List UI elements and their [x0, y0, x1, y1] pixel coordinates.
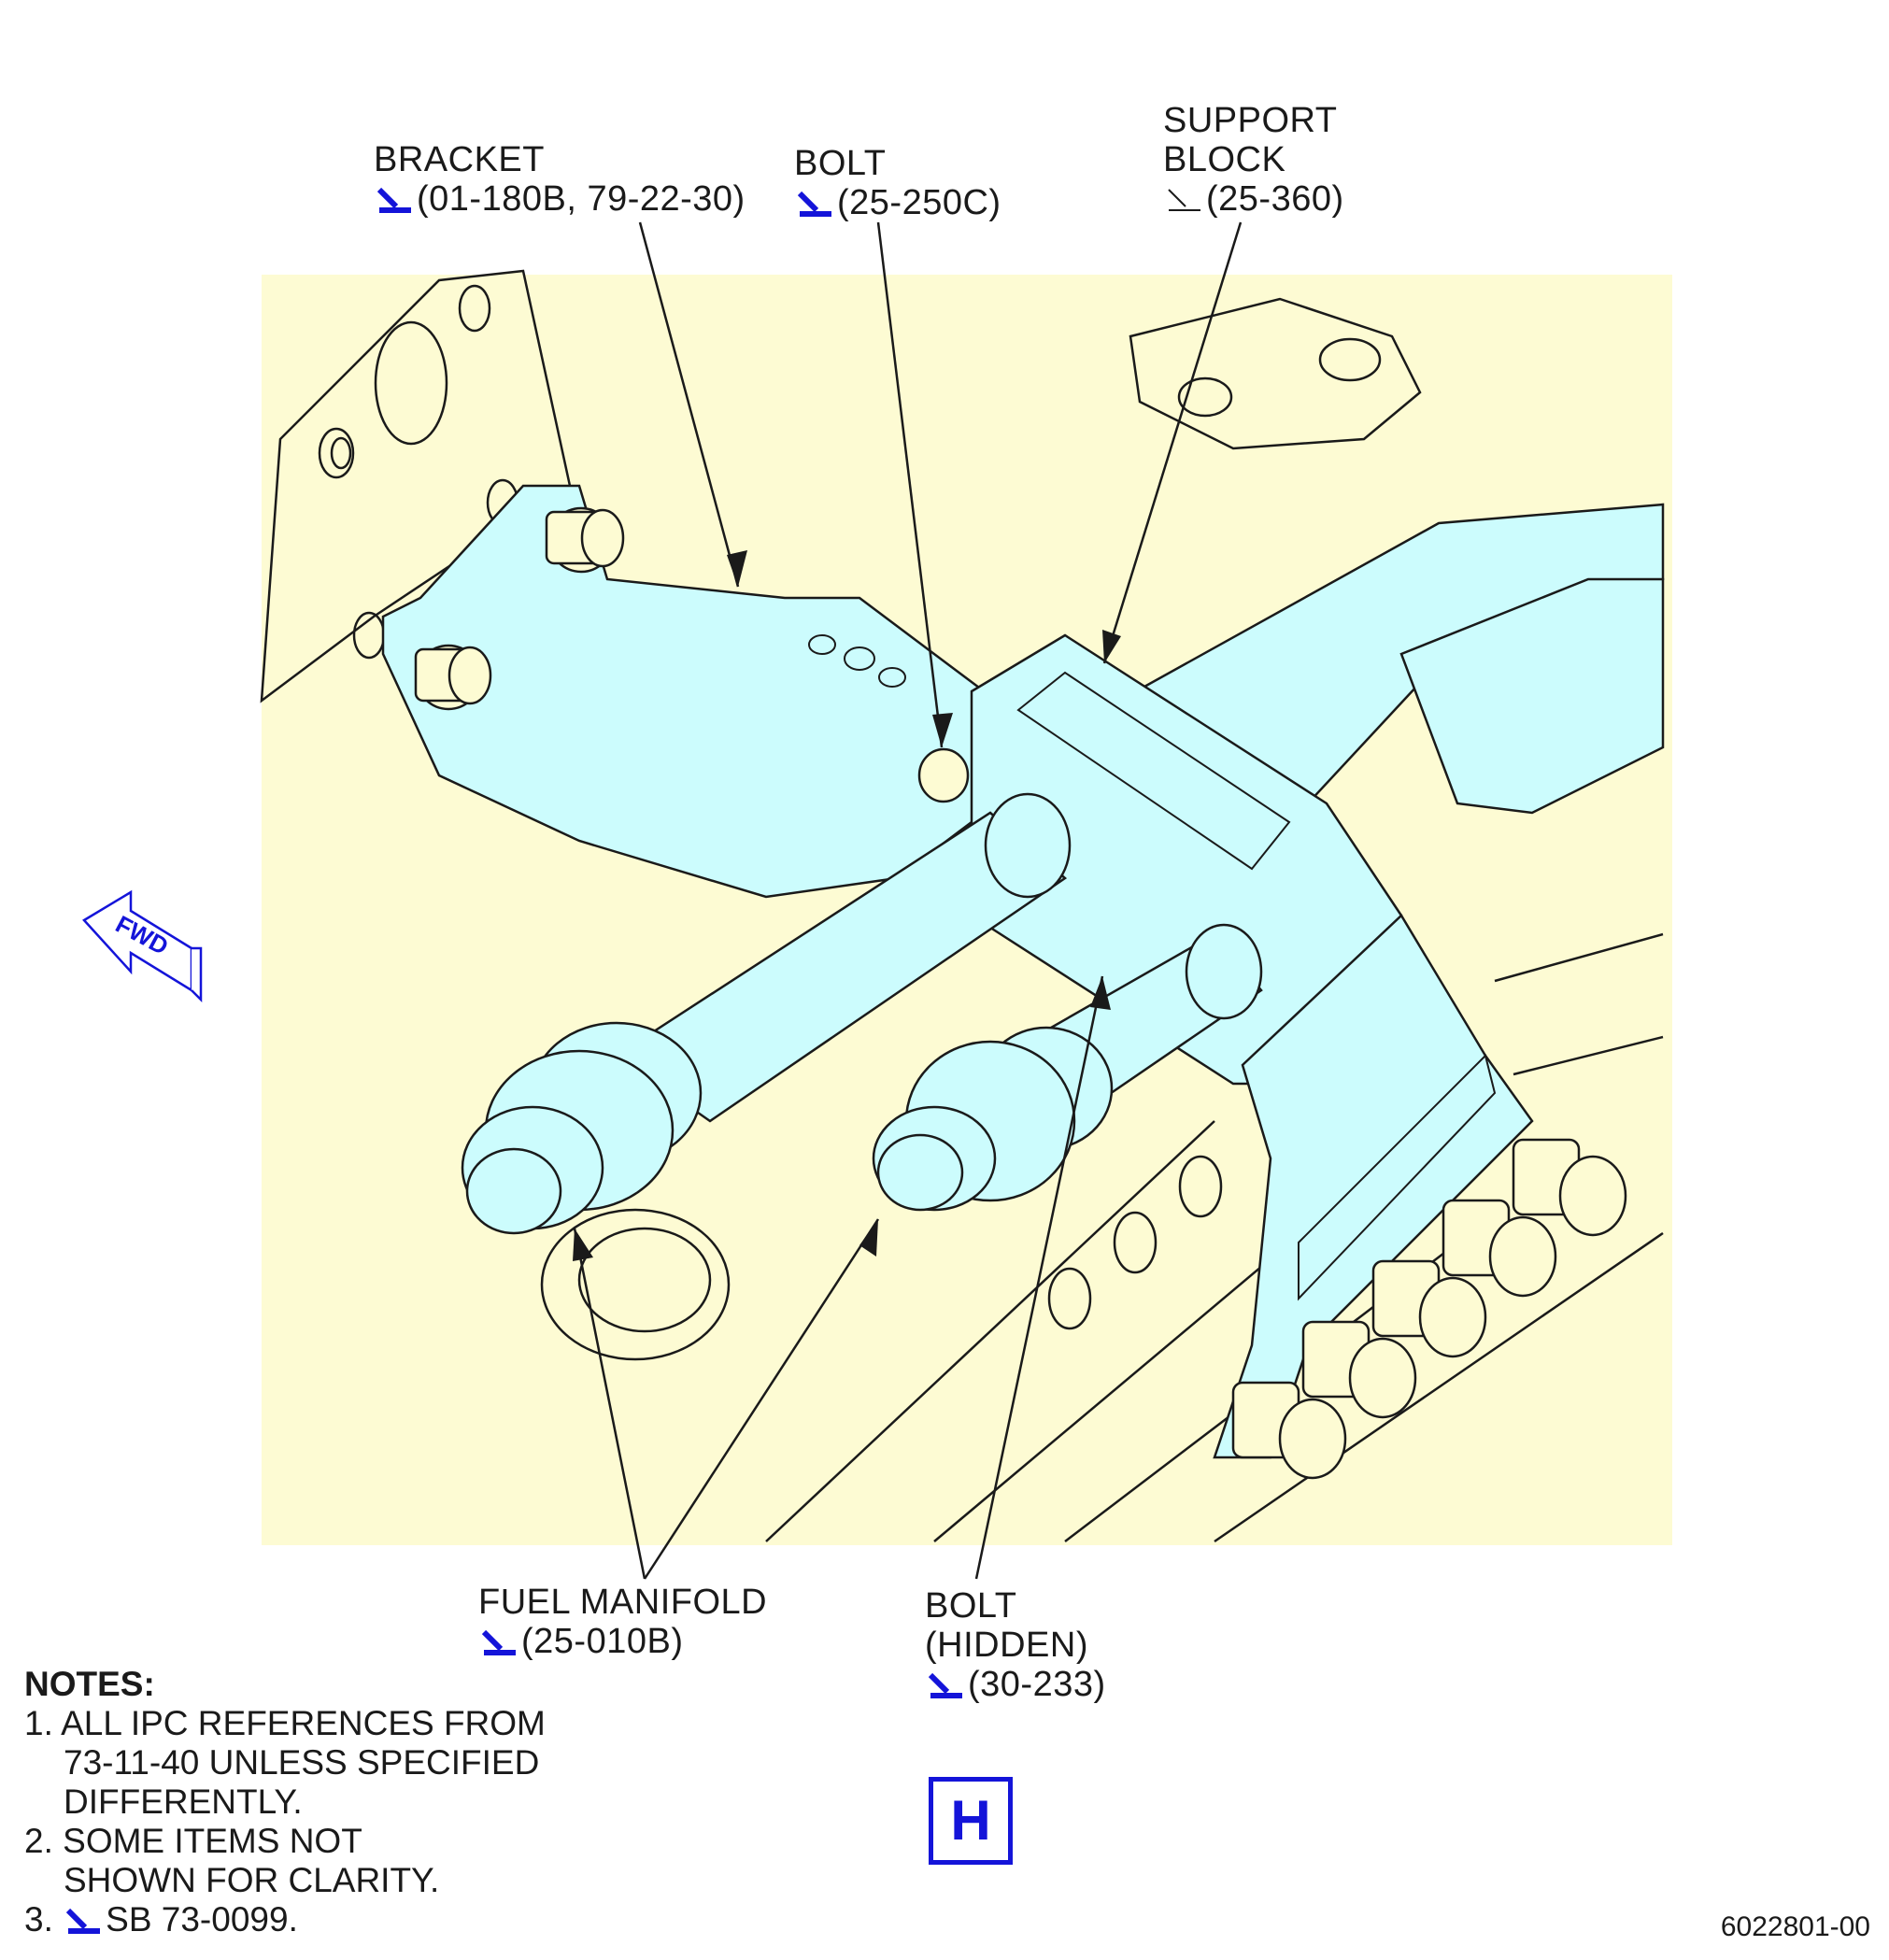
- ipc-reference-icon[interactable]: [374, 184, 415, 216]
- ipc-reference-icon[interactable]: [63, 1905, 104, 1937]
- ipc-reference-icon[interactable]: [1163, 184, 1204, 216]
- bracket-title: BRACKET: [374, 140, 545, 179]
- strut-bolts: [1231, 1138, 1627, 1480]
- bracket-ref: (01-180B, 79-22-30): [417, 179, 746, 219]
- note-2-line-1: 2. SOME ITEMS NOT: [24, 1822, 362, 1860]
- bolt-hidden-label: BOLT (HIDDEN) (30-233): [925, 1586, 1106, 1704]
- support-block-title-2: BLOCK: [1163, 140, 1286, 179]
- bolt-ref: (25-250C): [837, 183, 1001, 222]
- bolt-hidden-title-2: (HIDDEN): [925, 1626, 1088, 1665]
- note-3-number: 3.: [24, 1900, 53, 1939]
- view-letter-box: H: [929, 1777, 1013, 1865]
- ipc-reference-icon[interactable]: [794, 188, 835, 220]
- note-3: 3. SB 73-0099.: [24, 1900, 546, 1939]
- note-1-line-1: 1. ALL IPC REFERENCES FROM: [24, 1704, 546, 1742]
- support-block-ref: (25-360): [1206, 179, 1344, 219]
- bolt-label: BOLT (25-250C): [794, 144, 1001, 222]
- document-number: 6022801-00: [1720, 1911, 1870, 1942]
- fuel-manifold-fitting-2: [872, 1026, 1114, 1212]
- bolt-hidden-title-1: BOLT: [925, 1586, 1017, 1626]
- fuel-manifold-label: FUEL MANIFOLD (25-010B): [478, 1583, 767, 1661]
- upper-support-plate: [1129, 297, 1422, 450]
- mounting-plate: [260, 269, 572, 703]
- notes-block: NOTES: 1. ALL IPC REFERENCES FROM 73-11-…: [24, 1665, 546, 1939]
- lower-boss: [540, 1208, 731, 1361]
- bolt-title: BOLT: [794, 144, 887, 183]
- fwd-arrow-icon: [82, 889, 203, 1003]
- note-1-line-2: 73-11-40 UNLESS SPECIFIED: [64, 1743, 540, 1782]
- note-1-line-3: DIFFERENTLY.: [64, 1782, 303, 1821]
- ipc-reference-icon[interactable]: [925, 1669, 966, 1701]
- bracket-bolts: [414, 508, 970, 803]
- bolt-hidden-ref: (30-233): [968, 1665, 1106, 1704]
- support-block-label: SUPPORT BLOCK (25-360): [1163, 101, 1344, 219]
- support-block-title-1: SUPPORT: [1163, 101, 1338, 140]
- notes-heading: NOTES:: [24, 1665, 155, 1703]
- fuel-manifold-fitting-1: [461, 1021, 703, 1235]
- note-2-line-2: SHOWN FOR CLARITY.: [64, 1861, 440, 1899]
- bracket-part: [381, 484, 1011, 899]
- note-3-text: SB 73-0099.: [106, 1900, 298, 1939]
- fuel-manifold-title: FUEL MANIFOLD: [478, 1583, 768, 1622]
- fuel-manifold-ref: (25-010B): [521, 1622, 684, 1661]
- ipc-reference-icon[interactable]: [478, 1626, 519, 1658]
- bracket-label: BRACKET (01-180B, 79-22-30): [374, 140, 746, 219]
